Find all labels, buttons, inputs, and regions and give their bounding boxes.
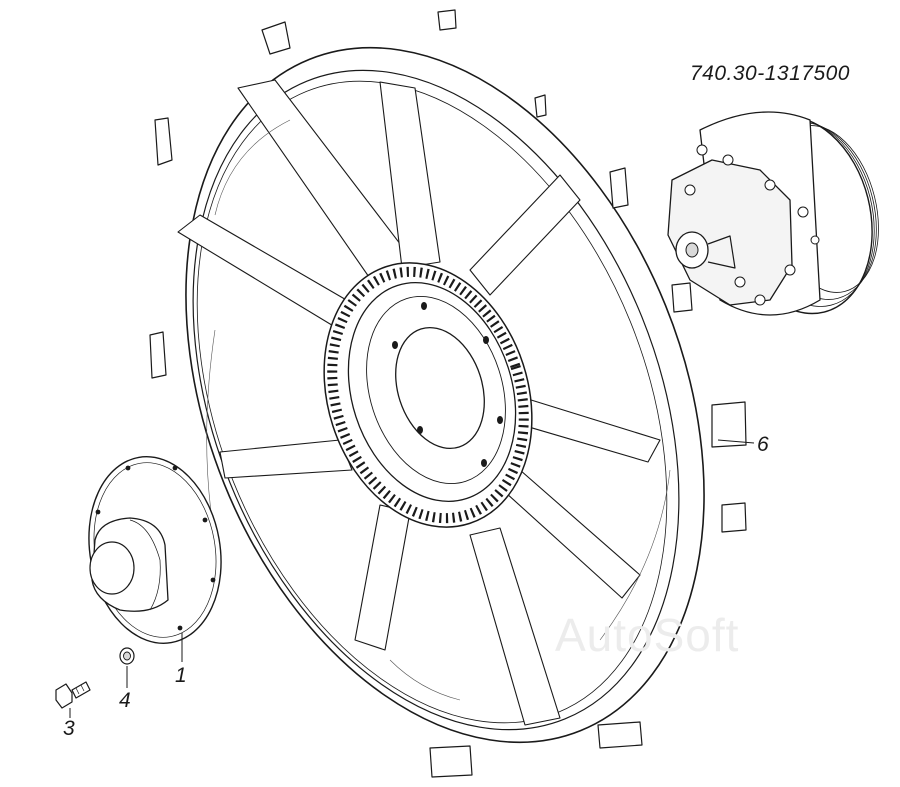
callout-4: 4	[119, 689, 131, 712]
fan-hub	[323, 262, 533, 528]
fan-clutch	[667, 111, 879, 316]
callout-3: 3	[63, 717, 75, 740]
cover-holes	[95, 465, 216, 631]
fan-assembly	[149, 9, 747, 778]
fan-blade-6	[219, 439, 353, 479]
fan-inner-contours	[206, 119, 671, 701]
fan-blade-8	[469, 527, 561, 726]
fan-blade-tips	[149, 9, 747, 778]
fan-blade-9	[504, 469, 641, 599]
watermark: AutoSoft	[555, 609, 740, 661]
hub-cover	[88, 456, 222, 644]
clutch-bolts	[684, 144, 820, 306]
fan-blades	[177, 79, 661, 726]
leader-line-6	[717, 439, 755, 444]
callout-1: 1	[175, 664, 187, 687]
bolt	[55, 681, 91, 709]
fan-blade-3	[469, 174, 581, 296]
fan-blade-4	[177, 214, 356, 331]
fan-blade-2	[379, 81, 441, 269]
callout-6: 6	[757, 433, 769, 456]
assembly-number-label: 740.30-1317500	[690, 62, 850, 85]
hub-bolt-holes	[392, 302, 503, 467]
washer	[119, 647, 135, 665]
clutch-shaft	[675, 231, 736, 269]
hub-center-bore	[395, 326, 485, 450]
fan-blade-7	[354, 504, 411, 651]
